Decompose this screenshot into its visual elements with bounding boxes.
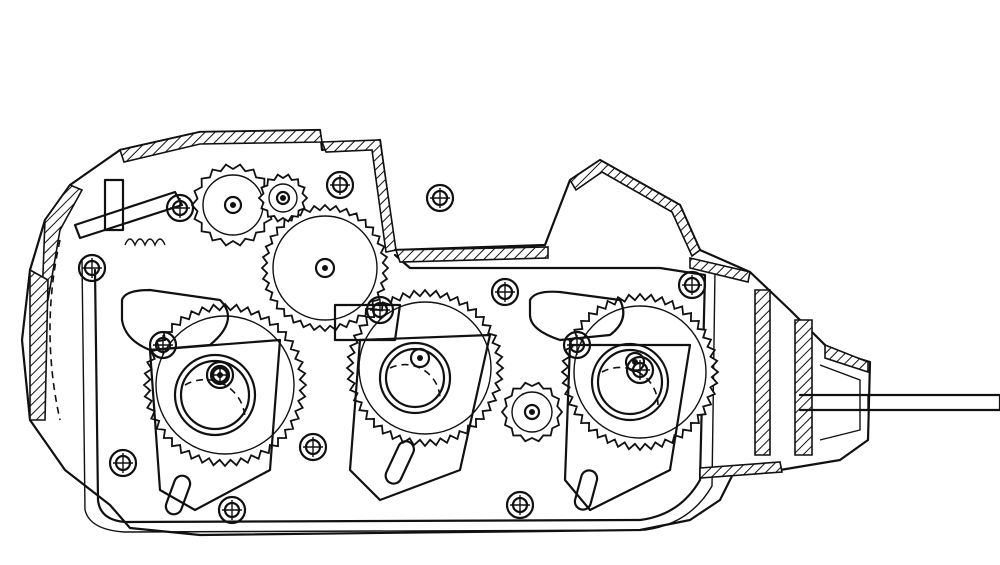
cam-gear-center <box>345 288 505 448</box>
bolt-11 <box>298 432 328 462</box>
bolt-15 <box>205 360 235 390</box>
bolt-9 <box>562 330 592 360</box>
bolt-3 <box>325 170 355 200</box>
spring-assembly <box>49 178 184 421</box>
bolt-8 <box>365 295 395 325</box>
small-gear-b <box>257 173 309 223</box>
bolt-12 <box>217 495 247 525</box>
housing-wall-sections <box>29 129 869 479</box>
bolt-6 <box>677 270 707 300</box>
bolt-1 <box>77 253 107 283</box>
bolt-5 <box>490 277 520 307</box>
small-gear-c <box>500 381 564 443</box>
bolt-2 <box>165 193 195 223</box>
cam-plates <box>120 288 692 516</box>
bolt-4 <box>425 183 455 213</box>
bolts <box>77 170 707 525</box>
output-shaft <box>798 364 1000 441</box>
bolt-14 <box>625 355 655 385</box>
bolt-10 <box>108 448 138 478</box>
bolt-13 <box>505 490 535 520</box>
bolt-7 <box>148 330 178 360</box>
intermediate-gear <box>260 203 390 333</box>
